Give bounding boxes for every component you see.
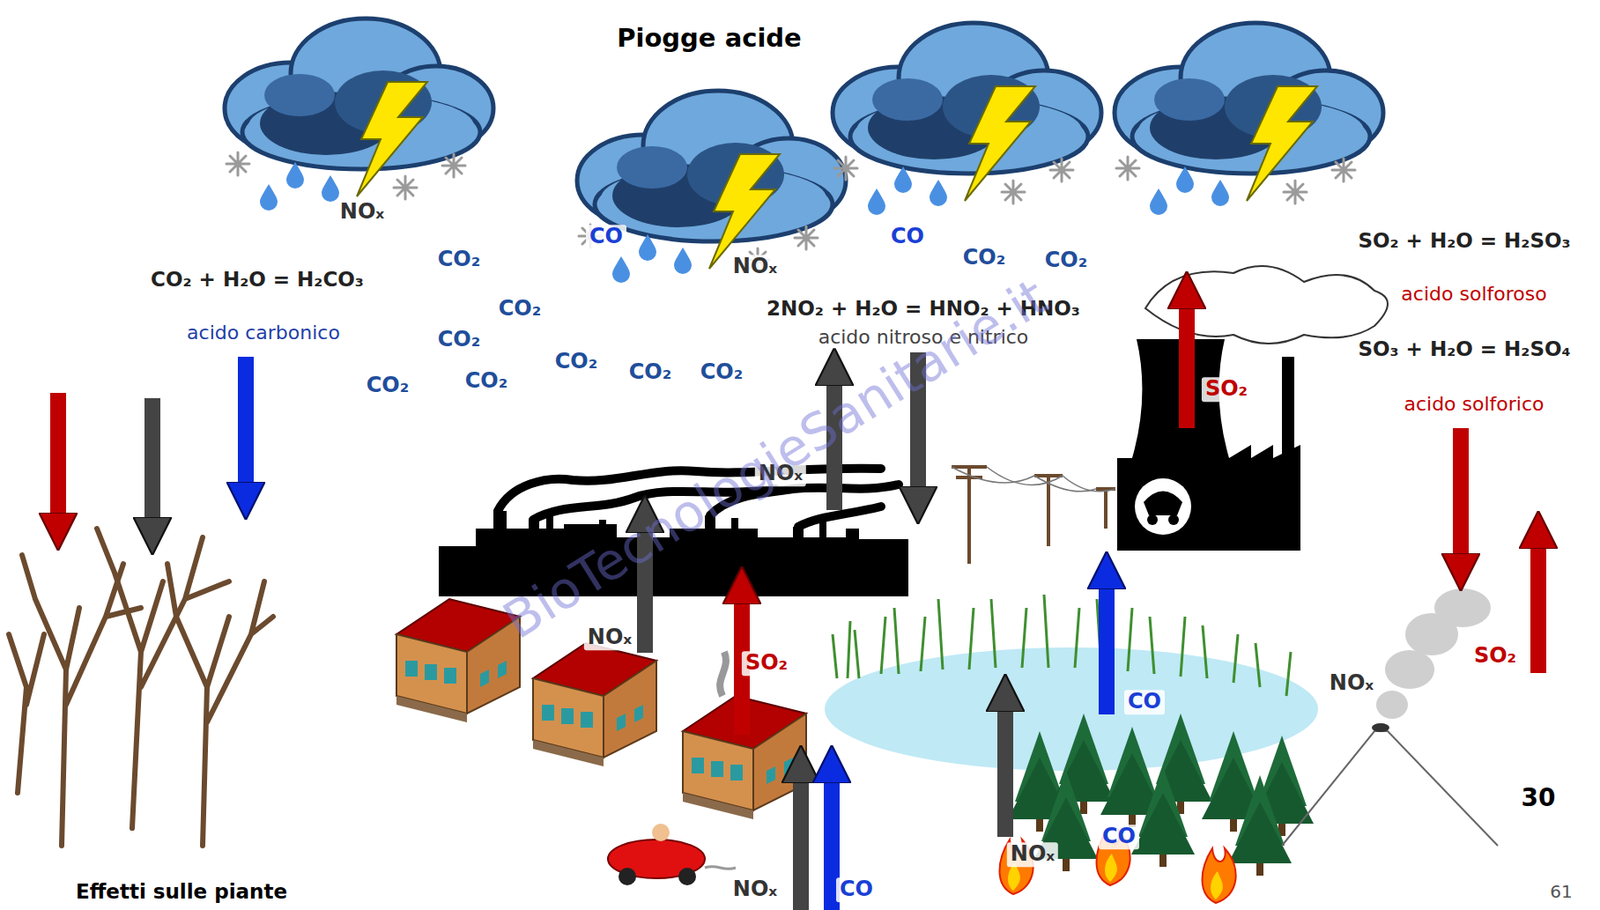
pollutant-label: NOₓ [729, 254, 781, 280]
page-number: 61 [1549, 881, 1572, 903]
slide-number: 30 [1521, 784, 1556, 813]
pollutant-label: CO₂ [437, 247, 482, 273]
acid-name: acido solforico [1400, 392, 1548, 415]
chemical-equation: SO₃ + H₂O = H₂SO₄ [1354, 337, 1574, 361]
pollutant-label: NOₓ [584, 625, 636, 651]
pollutant-label: CO [836, 877, 877, 903]
pollutant-label: NOₓ [1325, 671, 1378, 697]
diagram-title: Piogge acide [616, 23, 802, 53]
pollutant-label: CO [887, 224, 928, 250]
acid-name: acido carbonico [186, 321, 341, 344]
chemical-equation: SO₂ + H₂O = H₂SO₃ [1354, 229, 1574, 252]
pollutant-label: CO₂ [498, 296, 542, 322]
pollutant-label: SO₂ [1201, 377, 1252, 402]
chemical-equation: CO₂ + H₂O = H₂CO₃ [150, 267, 364, 291]
pollutant-label: NOₓ [1007, 842, 1059, 867]
pollutant-label: CO₂ [629, 360, 673, 386]
pollutant-label: NOₓ [729, 877, 781, 903]
pollutant-label: CO₂ [700, 360, 744, 386]
pollutant-label: CO₂ [1044, 248, 1089, 274]
pollutant-label: SO₂ [741, 651, 792, 676]
acid-name: acido solforoso [1397, 282, 1550, 305]
pollutant-label: CO [585, 224, 627, 250]
pollutant-label: CO₂ [437, 327, 482, 353]
pollutant-label: SO₂ [1470, 644, 1520, 669]
pollutant-label: CO₂ [366, 373, 410, 399]
pollutant-label: NOₓ [336, 200, 388, 225]
pollutant-label: CO [1124, 689, 1165, 715]
watermark: BioTecnologieSanitarie.it [493, 267, 1058, 652]
pollutant-label: CO₂ [465, 369, 509, 394]
caption-text: Effetti sulle piante [75, 880, 288, 904]
pollutant-label: CO₂ [555, 349, 599, 375]
pollutant-label: CO₂ [962, 245, 1007, 271]
pollutant-label: CO [1098, 824, 1140, 850]
